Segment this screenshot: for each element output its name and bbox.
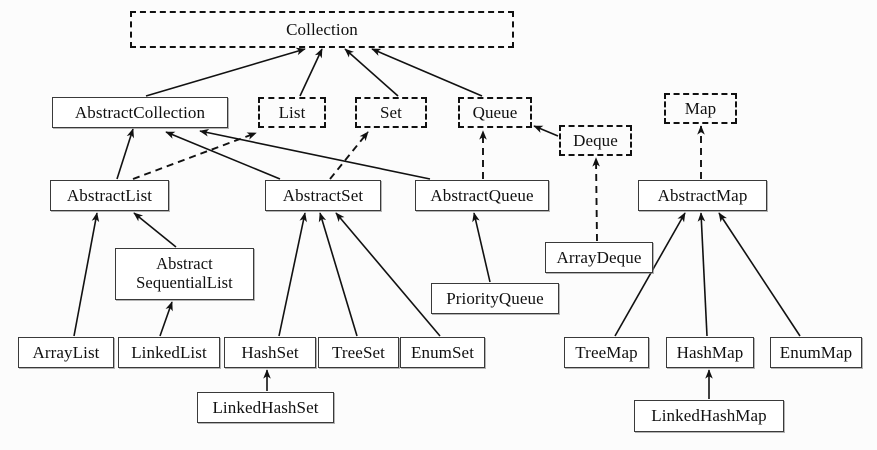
- node-deque[interactable]: Deque: [559, 125, 632, 156]
- node-linked-hash-map[interactable]: LinkedHashMap: [634, 400, 784, 432]
- node-map[interactable]: Map: [664, 93, 737, 124]
- node-abstract-map[interactable]: AbstractMap: [638, 180, 767, 211]
- node-abstract-set[interactable]: AbstractSet: [265, 180, 381, 211]
- node-priority-queue[interactable]: PriorityQueue: [431, 283, 559, 314]
- edge-array-deque-to-deque: [592, 157, 600, 242]
- edge-abstract-set-to-set: [329, 131, 369, 180]
- edge-tree-set-to-abstract-set: [318, 212, 358, 337]
- edge-linked-list-to-abstract-sequential-list: [159, 301, 173, 337]
- node-linked-list[interactable]: LinkedList: [118, 337, 220, 368]
- edge-abstract-set-to-abstract-collection: [165, 131, 281, 180]
- edge-enum-set-to-abstract-set: [335, 212, 441, 337]
- edge-enum-map-to-abstract-map: [718, 212, 801, 337]
- edge-abstract-list-to-list: [132, 132, 257, 180]
- edge-array-list-to-abstract-list: [73, 212, 100, 337]
- node-abstract-sequential-list[interactable]: Abstract SequentialList: [115, 248, 254, 300]
- node-tree-set[interactable]: TreeSet: [318, 337, 399, 368]
- edge-list-to-collection: [299, 48, 323, 97]
- node-array-deque[interactable]: ArrayDeque: [545, 242, 653, 273]
- node-abstract-collection[interactable]: AbstractCollection: [52, 97, 228, 128]
- node-queue[interactable]: Queue: [458, 97, 532, 128]
- node-hash-set[interactable]: HashSet: [224, 337, 316, 368]
- edge-abstract-list-to-abstract-collection: [116, 128, 134, 180]
- edge-deque-to-queue: [533, 125, 559, 137]
- edge-priority-queue-to-abstract-queue: [472, 212, 491, 283]
- node-abstract-queue[interactable]: AbstractQueue: [415, 180, 549, 211]
- node-hash-map[interactable]: HashMap: [666, 337, 754, 368]
- node-abstract-list[interactable]: AbstractList: [50, 180, 169, 211]
- node-array-list[interactable]: ArrayList: [18, 337, 114, 368]
- node-list[interactable]: List: [258, 97, 326, 128]
- edge-tree-map-to-abstract-map: [614, 212, 686, 337]
- edge-hash-set-to-abstract-set: [278, 212, 307, 337]
- node-linked-hash-set[interactable]: LinkedHashSet: [197, 392, 334, 423]
- node-tree-map[interactable]: TreeMap: [564, 337, 649, 368]
- node-collection[interactable]: Collection: [130, 11, 514, 48]
- edge-set-to-collection: [344, 48, 399, 97]
- node-enum-set[interactable]: EnumSet: [400, 337, 485, 368]
- node-enum-map[interactable]: EnumMap: [770, 337, 862, 368]
- edge-abstract-queue-to-abstract-collection: [199, 129, 431, 180]
- edge-queue-to-collection: [371, 48, 483, 97]
- edge-abstract-collection-to-collection: [145, 47, 306, 97]
- edge-hash-map-to-abstract-map: [697, 212, 708, 337]
- node-set[interactable]: Set: [355, 97, 427, 128]
- edge-abstract-sequential-list-to-abstract-list: [133, 212, 177, 248]
